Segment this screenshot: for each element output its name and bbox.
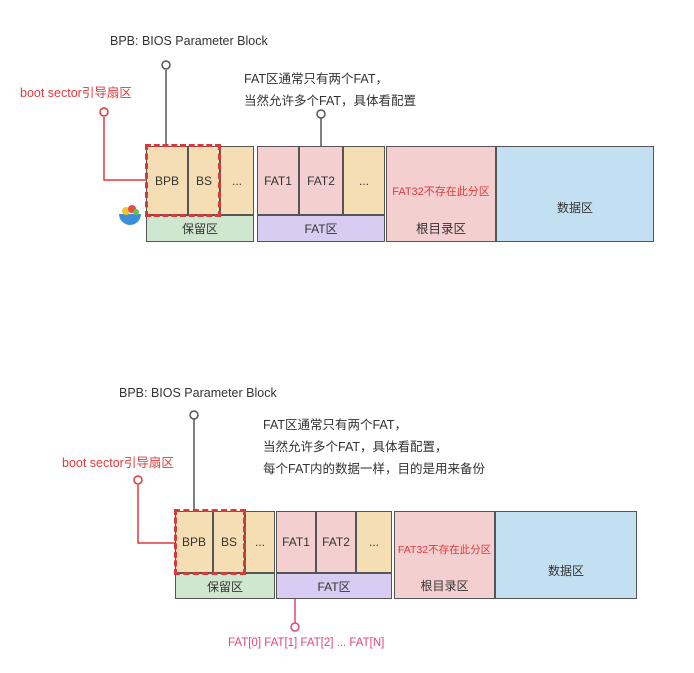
bpb-cell: BPB [146,146,188,215]
fat-note-line-3: 每个FAT内的数据一样，目的是用来备份 [263,462,485,476]
fat-note-line-2: 当然允许多个FAT，具体看配置， [263,440,448,454]
boot-sector-callout: boot sector引导扇区 [62,456,174,470]
root-dir-label: 根目录区 [415,222,466,236]
root-dir-label: 根目录区 [420,579,469,593]
boot-sector-highlight [174,509,246,575]
boot-sector-callout: boot sector引导扇区 [20,86,132,100]
reserved-region-label: 保留区 [146,215,254,242]
bpb-cell: BPB [175,511,213,573]
bpb-callout: BPB: BIOS Parameter Block [110,34,268,48]
data-region-cell: 数据区 [495,511,637,599]
fat-note-line-1: FAT区通常只有两个FAT， [263,418,407,432]
root-dir-cell: FAT32不存在此分区 [386,146,496,242]
fat-region-label: FAT区 [257,215,385,242]
fat-note-line-1: FAT区通常只有两个FAT， [244,72,388,86]
boot-connector-1 [99,107,146,181]
root-dir-note: FAT32不存在此分区 [397,544,492,556]
fat-region-label: FAT区 [276,573,392,599]
reserved-dots-cell: ... [220,146,254,215]
bpb-callout: BPB: BIOS Parameter Block [119,386,277,400]
bpb-connector-2 [189,410,199,511]
fat2-cell: FAT2 [299,146,343,215]
fat-note: FAT区通常只有两个FAT， 当然允许多个FAT，具体看配置， 每个FAT内的数… [263,414,485,480]
fat1-cell: FAT1 [257,146,299,215]
data-region-cell: 数据区 [496,146,654,242]
reserved-dots-cell: ... [245,511,275,573]
fat-note-connector-1 [316,109,326,146]
reserved-region-label: 保留区 [175,573,275,599]
bs-cell: BS [188,146,220,215]
boot-sector-highlight [145,144,221,217]
fat-entries-label: FAT[0] FAT[1] FAT[2] ... FAT[N] [228,637,385,649]
root-dir-note: FAT32不存在此分区 [392,186,490,198]
bpb-connector-1 [161,60,171,146]
fat-note-line-2: 当然允许多个FAT，具体看配置 [244,94,416,108]
fat1-cell: FAT1 [276,511,316,573]
bowl-icon [117,201,143,227]
fat-note: FAT区通常只有两个FAT， 当然允许多个FAT，具体看配置 [244,68,416,112]
boot-connector-2 [133,475,175,544]
fat-dots-cell: ... [356,511,392,573]
fat-dots-cell: ... [343,146,385,215]
fat2-cell: FAT2 [316,511,356,573]
root-dir-cell: FAT32不存在此分区 [394,511,495,599]
